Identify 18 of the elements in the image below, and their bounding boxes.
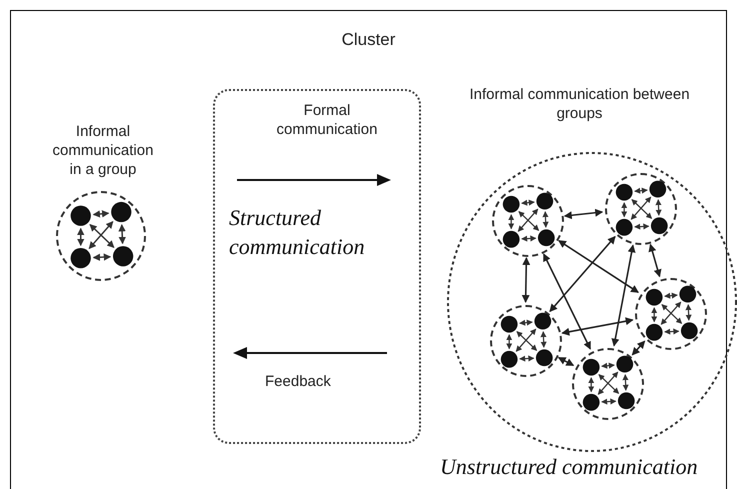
double-arrow — [558, 240, 639, 293]
double-arrow — [648, 244, 662, 278]
cluster-title: Cluster — [340, 29, 396, 51]
double-arrow — [632, 340, 646, 356]
caption-text: Unstructured communication — [440, 453, 699, 481]
double-arrow — [611, 244, 636, 347]
double-arrow — [561, 317, 634, 336]
box-body-text: Structured communication — [229, 204, 366, 261]
double-arrow — [564, 208, 604, 220]
group-heading: Informal communication between groups — [468, 85, 691, 123]
double-arrow — [543, 253, 591, 350]
double-arrow — [558, 356, 574, 366]
double-arrow — [549, 236, 616, 312]
group-heading: Informal communication in a group — [52, 122, 154, 179]
double-arrow — [522, 257, 530, 303]
dashed-rounded-box — [213, 89, 421, 444]
box-footer-text: Feedback — [265, 372, 331, 392]
box-heading: Formal communication — [276, 101, 378, 139]
